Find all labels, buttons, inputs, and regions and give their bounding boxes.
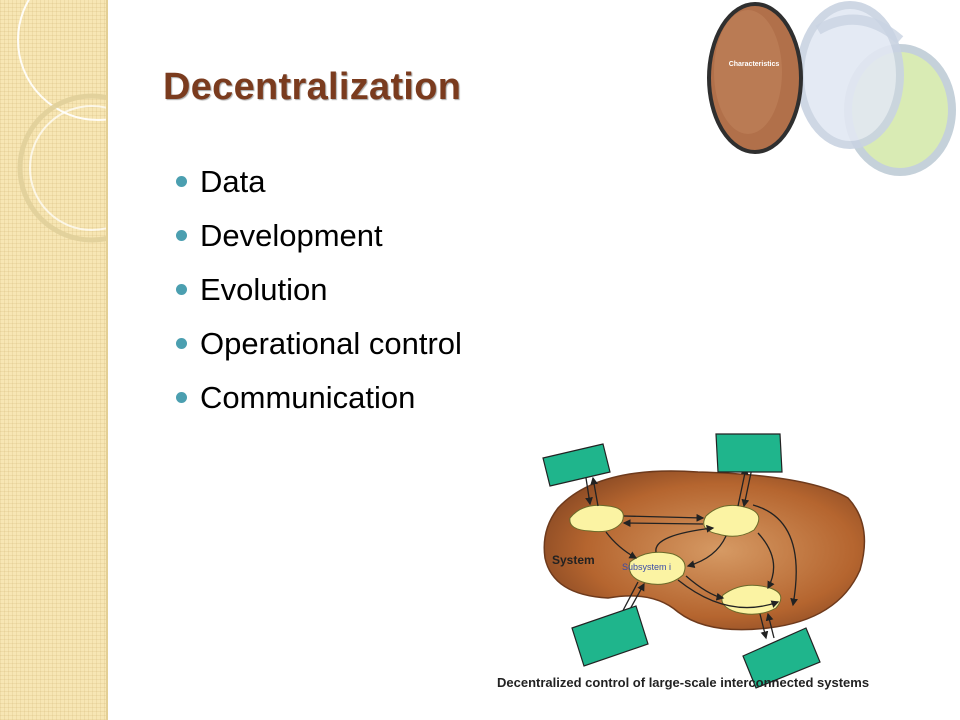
characteristics-label: Characteristics — [729, 61, 780, 68]
bullet-item: Communication — [176, 376, 462, 430]
bullet-icon — [176, 284, 187, 295]
system-blob — [543, 470, 866, 631]
decorative-sidebar — [0, 0, 108, 720]
bullet-icon — [176, 176, 187, 187]
bullet-text: Development — [200, 218, 383, 253]
bullet-icon — [176, 230, 187, 241]
sidebar-circles — [17, 0, 106, 243]
arrow-icon — [815, 14, 904, 44]
bullet-item: Evolution — [176, 268, 462, 322]
bullet-item: Development — [176, 214, 462, 268]
subsystem-label: Subsystem i — [622, 562, 671, 572]
connection-arrows — [585, 466, 798, 640]
bullet-text: Data — [200, 164, 266, 199]
bullet-text: Communication — [200, 380, 416, 415]
bullet-icon — [176, 392, 187, 403]
characteristics-graphic: Characteristics — [707, 1, 956, 176]
external-blocks — [542, 433, 821, 689]
bullet-text: Operational control — [200, 326, 462, 361]
decentralized-system-diagram: System Subsystem i — [542, 433, 866, 689]
bullet-icon — [176, 338, 187, 349]
subsystem-nodes — [569, 504, 782, 615]
system-label: System — [552, 553, 595, 567]
bullet-item: Operational control — [176, 322, 462, 376]
bullet-list: Data Development Evolution Operational c… — [176, 160, 462, 430]
bullet-item: Data — [176, 160, 462, 214]
bullet-text: Evolution — [200, 272, 328, 307]
diagram-caption: Decentralized control of large-scale int… — [497, 675, 870, 690]
slide-title: Decentralization — [163, 66, 462, 108]
